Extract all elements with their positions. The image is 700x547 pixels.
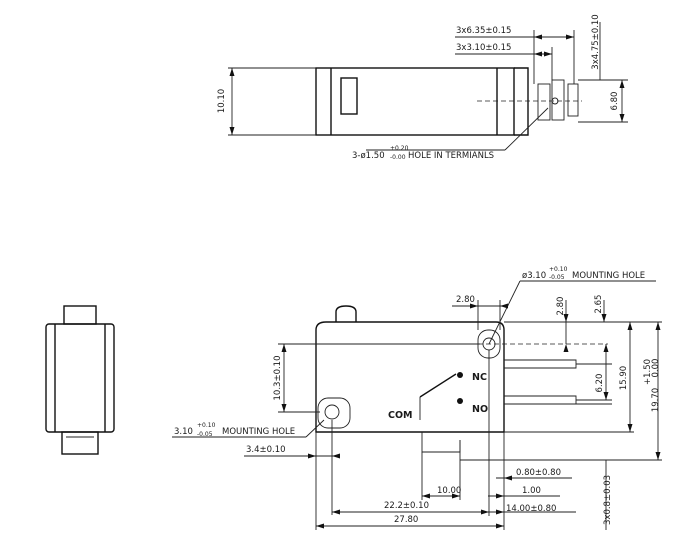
top-terminal-3 (567, 83, 579, 117)
mount-callout-top: ø3.10 +0.10 -0.05 MOUNTING HOLE (522, 266, 645, 281)
svg-text:+0.10: +0.10 (197, 422, 216, 429)
svg-text:MOUNTING HOLE: MOUNTING HOLE (572, 271, 645, 281)
dim-hole-offset-x: 2.80 (456, 295, 475, 305)
dim-terminal-span: 15.90 (619, 366, 629, 390)
dim-pin-offset: 3x3.10±0.15 (456, 43, 511, 53)
dim-pin-width: 1.00 (522, 486, 541, 496)
svg-text:-0.00: -0.00 (390, 154, 406, 161)
top-body-outline (315, 67, 515, 136)
front-view: NC NO COM ø3.10 +0.10 -0.05 MOUNTING HOL… (172, 266, 662, 530)
dim-overall-height: +1.50 19.70 0.00 (643, 359, 661, 413)
label-no: NO (472, 404, 488, 415)
switch-lever (419, 373, 457, 398)
svg-text:3-ø1.50: 3-ø1.50 (352, 151, 385, 161)
side-plunger (63, 305, 97, 325)
dim-terminal-position: 14.00±0.80 (506, 504, 556, 514)
svg-text:-0.05: -0.05 (549, 274, 565, 281)
svg-text:+1.50: +1.50 (643, 359, 653, 385)
side-body (45, 323, 115, 433)
hole-callout: 3-ø1.50 +0.20 -0.00 HOLE IN TERMIANLS (352, 145, 494, 161)
dim-body-height: 10.10 (217, 89, 227, 113)
no-contact (457, 398, 463, 404)
dim-overall-length: 27.80 (394, 515, 418, 525)
nc-contact (457, 372, 463, 378)
dim-pin-thickness: 3x4.75±0.10 (591, 14, 601, 69)
svg-text:0.00: 0.00 (651, 359, 661, 378)
svg-text:+0.20: +0.20 (390, 145, 409, 152)
dim-hole-spacing: 22.2±0.10 (384, 501, 429, 511)
front-plunger (335, 305, 357, 322)
mount-boss-lower (317, 397, 351, 429)
label-com: COM (388, 410, 413, 421)
svg-text:ø3.10: ø3.10 (522, 271, 546, 281)
svg-text:+0.10: +0.10 (549, 266, 568, 273)
dim-terminal-height: 6.80 (610, 92, 620, 111)
terminal-com (421, 432, 461, 453)
dim-hole-offset-y: 2.80 (556, 297, 566, 316)
svg-text:3.10: 3.10 (174, 427, 193, 437)
dim-plunger: 2.65 (594, 295, 604, 314)
top-terminal-hole (551, 97, 559, 105)
top-terminal-block (514, 67, 529, 136)
front-housing (315, 321, 505, 433)
dim-pin-spacing: 3x6.35±0.15 (456, 26, 511, 36)
top-view: 10.10 6.80 3x4.75±0.10 3x6.35±0.15 3x3.1… (217, 14, 628, 161)
svg-text:-0.05: -0.05 (197, 431, 213, 438)
mount-hole-lower (324, 404, 340, 420)
side-view (45, 305, 115, 455)
dim-hole-x: 3.4±0.10 (246, 445, 286, 455)
top-window (340, 77, 358, 115)
dim-pin-offset: 0.80±0.80 (516, 468, 561, 478)
svg-text:19.70: 19.70 (651, 388, 661, 412)
dim-terminal-pitch: 6.20 (595, 374, 605, 393)
terminal-nc (504, 359, 577, 369)
top-terminal-1 (537, 83, 551, 121)
svg-text:HOLE IN TERMIANLS: HOLE IN TERMIANLS (408, 151, 494, 161)
svg-text:MOUNTING HOLE: MOUNTING HOLE (222, 427, 295, 437)
dim-terminal-thickness: 3x0.8±0.03 (603, 475, 613, 525)
side-terminal (61, 431, 99, 455)
dim-pin-spacing: 10.00 (437, 486, 461, 496)
label-nc: NC (472, 372, 487, 383)
terminal-no (504, 395, 577, 405)
dim-hole-vertical: 10.3±0.10 (273, 356, 283, 401)
mount-callout-left: 3.10 +0.10 -0.05 MOUNTING HOLE (174, 422, 295, 438)
